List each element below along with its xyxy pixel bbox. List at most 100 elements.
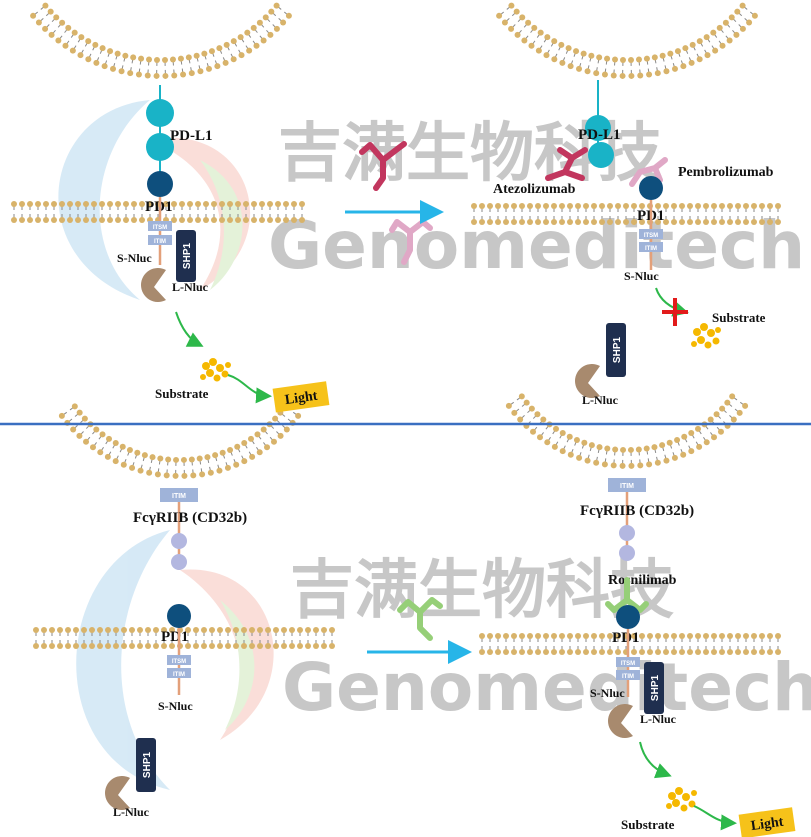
itim-label: ITIM xyxy=(622,674,634,680)
membrane-bottom-left-effector xyxy=(33,627,335,649)
substrate-cluster xyxy=(691,323,721,349)
atezolizumab-label: Atezolizumab xyxy=(493,182,576,197)
watermark: 吉满生物科技 Genomeditech 吉满生物科技 Genomeditech xyxy=(268,117,811,726)
panel-bottom-right: ITIM FcγRIIB (CD32b) Rosnilimab PD1 ITSM… xyxy=(580,478,796,837)
pembrolizumab-antibody-free xyxy=(389,219,433,265)
itsm-label: ITSM xyxy=(621,661,635,667)
blocked-arrow xyxy=(655,287,689,317)
shp1-label: SHP1 xyxy=(650,675,661,702)
watermark-chinese-bottom: 吉满生物科技 xyxy=(290,554,674,628)
light-badge: Light xyxy=(738,807,796,837)
fcgr-label: FcγRIIB (CD32b) xyxy=(133,510,247,526)
l-nluc-shape xyxy=(575,363,600,398)
pd1-label: PD1 xyxy=(612,630,640,646)
itim-label: ITIM xyxy=(645,246,657,252)
membrane-top-right-target xyxy=(496,2,758,79)
itsm-box xyxy=(616,657,640,667)
fcgr-domain-2 xyxy=(171,554,187,570)
reaction-arrow-1 xyxy=(175,311,204,347)
pdl1-domain-2 xyxy=(588,142,614,168)
rosnilimab-antibody-free xyxy=(397,597,443,641)
membrane-top-left-effector xyxy=(11,201,305,223)
l-nluc-shape xyxy=(104,776,130,810)
atezolizumab-antibody-free xyxy=(359,141,407,191)
l-nluc-shape xyxy=(140,268,166,302)
itsm-label: ITSM xyxy=(153,225,167,231)
membrane-top-left-target xyxy=(30,2,292,79)
pd1-domain xyxy=(639,176,663,200)
itim-box-label: ITIM xyxy=(620,483,634,490)
itim-label: ITIM xyxy=(173,672,185,678)
panel-bottom-left: ITIM FcγRIIB (CD32b) PD1 ITSM ITIM S-Nlu… xyxy=(104,488,247,819)
substrate-label: Substrate xyxy=(712,310,766,325)
itsm-box xyxy=(148,221,172,231)
pdl1-label: PD-L1 xyxy=(578,127,621,143)
fcgr-domain-2 xyxy=(619,545,635,561)
pd1-domain xyxy=(147,171,173,197)
itim-label: ITIM xyxy=(154,239,166,245)
watermark-english-bottom: Genomeditech xyxy=(282,649,811,726)
substrate-cluster xyxy=(666,787,697,812)
s-nluc-label: S-Nluc xyxy=(624,269,659,283)
pd1-domain xyxy=(167,604,191,628)
light-label: Light xyxy=(284,389,319,408)
shp1-box xyxy=(176,230,196,282)
shp1-box xyxy=(606,323,626,377)
pembrolizumab-label: Pembrolizumab xyxy=(678,165,774,180)
l-nluc-label: L-Nluc xyxy=(172,280,209,294)
rosnilimab-label: Rosnilimab xyxy=(608,573,677,588)
membrane-top-right-effector xyxy=(471,203,781,225)
fcgr-domain-1 xyxy=(619,525,635,541)
membrane-bottom-right-target xyxy=(505,393,749,469)
pdl1-label: PD-L1 xyxy=(170,128,213,144)
itim-box xyxy=(616,670,640,680)
s-nluc-label: S-Nluc xyxy=(590,686,625,700)
pd1-domain xyxy=(616,605,640,629)
itim-box xyxy=(148,235,172,245)
itim-box xyxy=(167,668,191,678)
shp1-box xyxy=(136,738,156,792)
shp1-label: SHP1 xyxy=(612,337,623,364)
substrate-label: Substrate xyxy=(621,817,675,832)
l-nluc-label: L-Nluc xyxy=(640,712,677,726)
fcgr-label: FcγRIIB (CD32b) xyxy=(580,503,694,519)
substrate-label: Substrate xyxy=(155,386,209,401)
background-logo-top xyxy=(58,100,251,300)
itim-box-label: ITIM xyxy=(172,493,186,500)
pembrolizumab-bound xyxy=(629,157,668,187)
itsm-box xyxy=(167,655,191,665)
shp1-box xyxy=(644,662,664,714)
pdl1-domain-2 xyxy=(146,133,174,161)
pd1-label: PD1 xyxy=(161,629,189,645)
itsm-label: ITSM xyxy=(172,659,186,665)
reaction-arrow-2 xyxy=(227,374,272,404)
l-nluc-label: L-Nluc xyxy=(113,805,150,819)
l-nluc-shape xyxy=(608,704,633,738)
substrate-cluster xyxy=(200,358,231,382)
membrane-bottom-left-target xyxy=(58,403,302,479)
itim-box xyxy=(639,242,663,252)
l-nluc-label: L-Nluc xyxy=(582,393,619,407)
atezolizumab-bound xyxy=(545,147,588,181)
shp1-label: SHP1 xyxy=(182,243,193,270)
light-label: Light xyxy=(750,815,785,834)
reaction-arrow-1 xyxy=(639,741,672,779)
itsm-label: ITSM xyxy=(644,233,658,239)
watermark-english-top: Genomeditech xyxy=(268,207,805,284)
membrane-bottom-right-effector xyxy=(479,633,781,655)
cell-membranes xyxy=(11,2,781,655)
s-nluc-label: S-Nluc xyxy=(158,699,193,713)
reaction-arrow-2 xyxy=(693,805,737,831)
pdl1-domain-1 xyxy=(146,99,174,127)
panel-top-left: PD-L1 PD1 ITSM ITIM S-Nluc SHP1 L-Nluc S… xyxy=(117,85,330,413)
rosnilimab-bound xyxy=(605,577,649,613)
pdl1-domain-1 xyxy=(585,115,611,141)
shp1-label: SHP1 xyxy=(142,752,153,779)
light-badge: Light xyxy=(272,381,330,413)
background-logo-bottom xyxy=(76,530,274,790)
itim-box-fcgr xyxy=(160,488,198,502)
s-nluc-label: S-Nluc xyxy=(117,251,152,265)
itim-box-fcgr xyxy=(608,478,646,492)
panel-top-right: PD-L1 Atezolizumab Pembrolizumab PD1 ITS… xyxy=(493,80,774,407)
